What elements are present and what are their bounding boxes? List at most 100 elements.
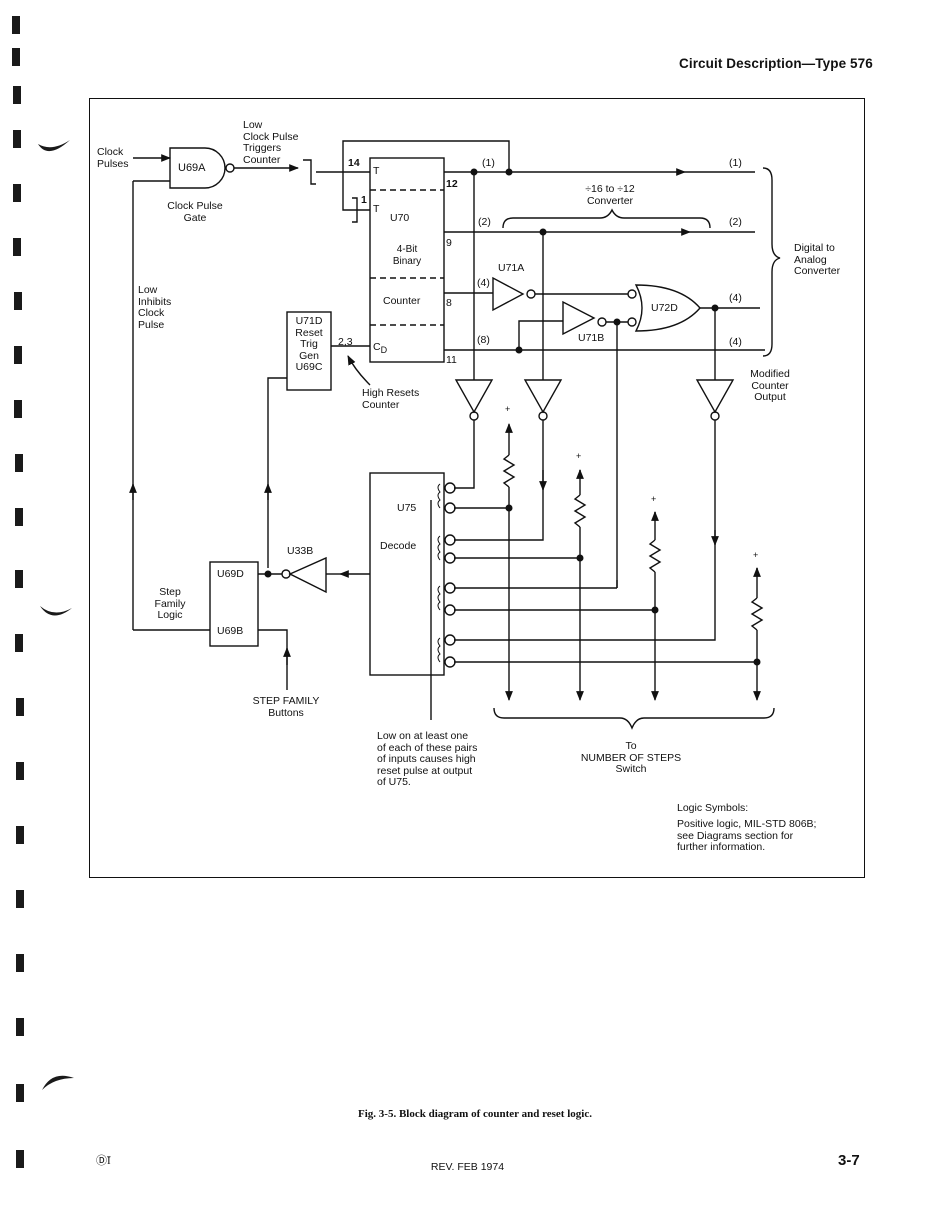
u71d-reset-trigger-block [286, 311, 332, 391]
punch-mark [14, 400, 22, 418]
punch-mark [16, 826, 24, 844]
u70-cd-label: CD [373, 341, 388, 356]
feedback-loop-wire [342, 140, 510, 172]
low-on-pairs-note: Low on at least one of each of these pai… [377, 730, 478, 788]
resistor-3 [648, 539, 662, 573]
punch-mark [16, 762, 24, 780]
high-resets-pointer [347, 355, 371, 386]
punch-mark [13, 238, 21, 256]
buffer-inverter-1 [454, 379, 494, 414]
u71a-inverter [492, 276, 525, 312]
u75-name-label: U75 [397, 502, 417, 514]
pair-brace [437, 535, 441, 561]
converter-label: ÷16 to ÷12 Converter [585, 183, 635, 207]
step-family-logic-label: Step Family Logic [154, 586, 186, 621]
u72d-label: U72D [651, 302, 678, 314]
resistor-1 [502, 454, 516, 488]
u71d-block-label: U71D Reset Trig Gen U69C [295, 315, 323, 373]
binding-ring-mark [42, 1075, 74, 1090]
pin-9-label: 9 [446, 237, 452, 249]
number-of-steps-brace [493, 707, 775, 730]
tektronix-logo: ⒹĪ [96, 1155, 111, 1167]
u69a-nand-gate [169, 147, 226, 189]
u75-description-label: Decode [380, 540, 417, 552]
punch-mark [15, 570, 23, 588]
u70-description-label: 4-Bit Binary [392, 244, 422, 267]
revision-date: REV. FEB 1974 [430, 1161, 505, 1173]
punch-mark [16, 1084, 24, 1102]
high-resets-label: High Resets Counter [362, 387, 420, 411]
u70-t2-label: T [373, 203, 380, 215]
wire-8-left-label: (8) [477, 334, 490, 346]
binding-ring-mark [40, 606, 72, 616]
plus-supply-label: + [505, 404, 511, 414]
low-clock-pulse-triggers-label: Low Clock Pulse Triggers Counter [243, 119, 299, 166]
u71b-label: U71B [578, 332, 605, 344]
binding-marks [12, 16, 74, 1168]
punch-mark [16, 1018, 24, 1036]
pin-12-label: 12 [446, 178, 458, 190]
modified-counter-output-label: Modified Counter Output [750, 368, 790, 403]
low-inhibits-label: Low Inhibits Clock Pulse [138, 284, 172, 331]
dac-label: Digital to Analog Converter [794, 242, 841, 277]
u70-name-label: U70 [390, 212, 410, 224]
converter-brace [502, 208, 711, 229]
wire-4a-right-label: (4) [729, 292, 742, 304]
u70-counter-label: Counter [383, 295, 421, 307]
wire-4b-right-label: (4) [729, 336, 742, 348]
clock-pulses-label: Clock Pulses [97, 146, 129, 170]
pin-2-3-label: 2,3 [338, 336, 353, 348]
punch-mark [16, 954, 24, 972]
dac-brace [762, 167, 781, 357]
punch-mark [16, 698, 24, 716]
u69b-label: U69B [217, 625, 244, 637]
pin-8-label: 8 [446, 297, 452, 309]
wire-2-left-label: (2) [478, 216, 491, 228]
pulse-symbol [303, 159, 316, 185]
u71b-inverter [562, 300, 596, 336]
pair-brace [437, 637, 441, 663]
clock-pulse-gate-label: Clock Pulse Gate [167, 200, 223, 224]
binding-ring-mark [38, 140, 70, 152]
wire-2-right-label: (2) [729, 216, 742, 228]
punch-mark [13, 86, 21, 104]
pin-14-label: 14 [348, 157, 360, 169]
punch-mark [16, 890, 24, 908]
u69a-inversion-bubble [225, 163, 235, 173]
u33b-label: U33B [287, 545, 314, 557]
plus-supply-label: + [651, 494, 657, 504]
plus-supply-label: + [753, 550, 759, 560]
punch-mark [13, 184, 21, 202]
pin-11-label: 11 [446, 354, 457, 366]
u70-counter-block [369, 157, 445, 363]
punch-mark [14, 292, 22, 310]
pair-brace [437, 483, 441, 509]
punch-mark [15, 454, 23, 472]
punch-mark [13, 130, 21, 148]
page-header-title: Circuit Description—Type 576 [679, 56, 873, 71]
u69d-label: U69D [217, 568, 244, 580]
resistor-4 [750, 597, 764, 631]
plus-supply-label: + [576, 451, 582, 461]
wire-4-left-label: (4) [477, 277, 490, 289]
diagram-frame [89, 98, 865, 878]
u70-t1-label: T [373, 165, 380, 177]
u71a-label: U71A [498, 262, 525, 274]
punch-mark [16, 1150, 24, 1168]
punch-mark [12, 48, 20, 66]
u33b-inverter [288, 556, 327, 594]
punch-mark [14, 346, 22, 364]
wire-1-left-label: (1) [482, 157, 495, 169]
u69d-u69b-block [209, 561, 259, 647]
pin-1-label: 1 [361, 194, 367, 206]
page-number: 3-7 [838, 1152, 860, 1169]
wire-1-right-label: (1) [729, 157, 742, 169]
logic-symbols-title: Logic Symbols: [677, 802, 749, 814]
logic-symbols-note: Positive logic, MIL-STD 806B; see Diagra… [677, 818, 817, 853]
u69a-label: U69A [178, 162, 206, 174]
punch-mark [12, 16, 20, 34]
u72d-or-gate [634, 284, 701, 332]
pair-brace [437, 585, 441, 611]
